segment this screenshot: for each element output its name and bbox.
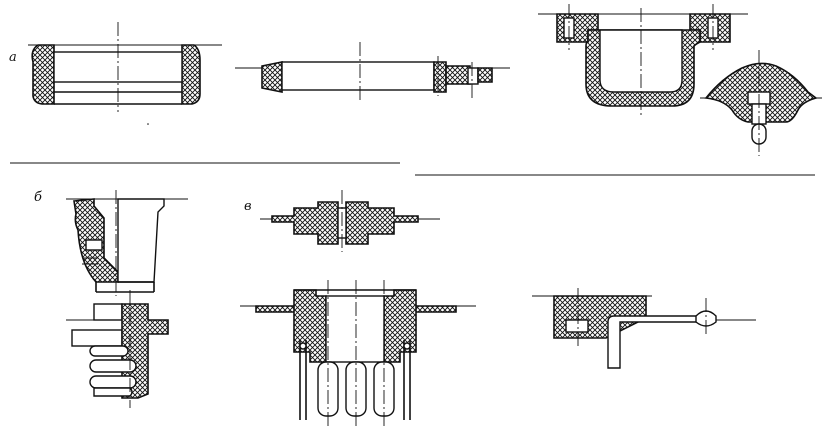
part-v-socket [240, 280, 476, 426]
label-b: б [34, 190, 42, 205]
part-v-bushing [260, 190, 440, 252]
part-b-upper [66, 190, 188, 296]
part-v-terminal [532, 288, 756, 369]
label-a: а [9, 50, 17, 65]
part-a-ring [28, 22, 222, 125]
part-a-cup [538, 4, 748, 118]
label-v: в [244, 199, 252, 214]
part-a-flat [235, 42, 510, 102]
part-b-lower [66, 290, 169, 408]
part-a-dome [700, 50, 822, 156]
